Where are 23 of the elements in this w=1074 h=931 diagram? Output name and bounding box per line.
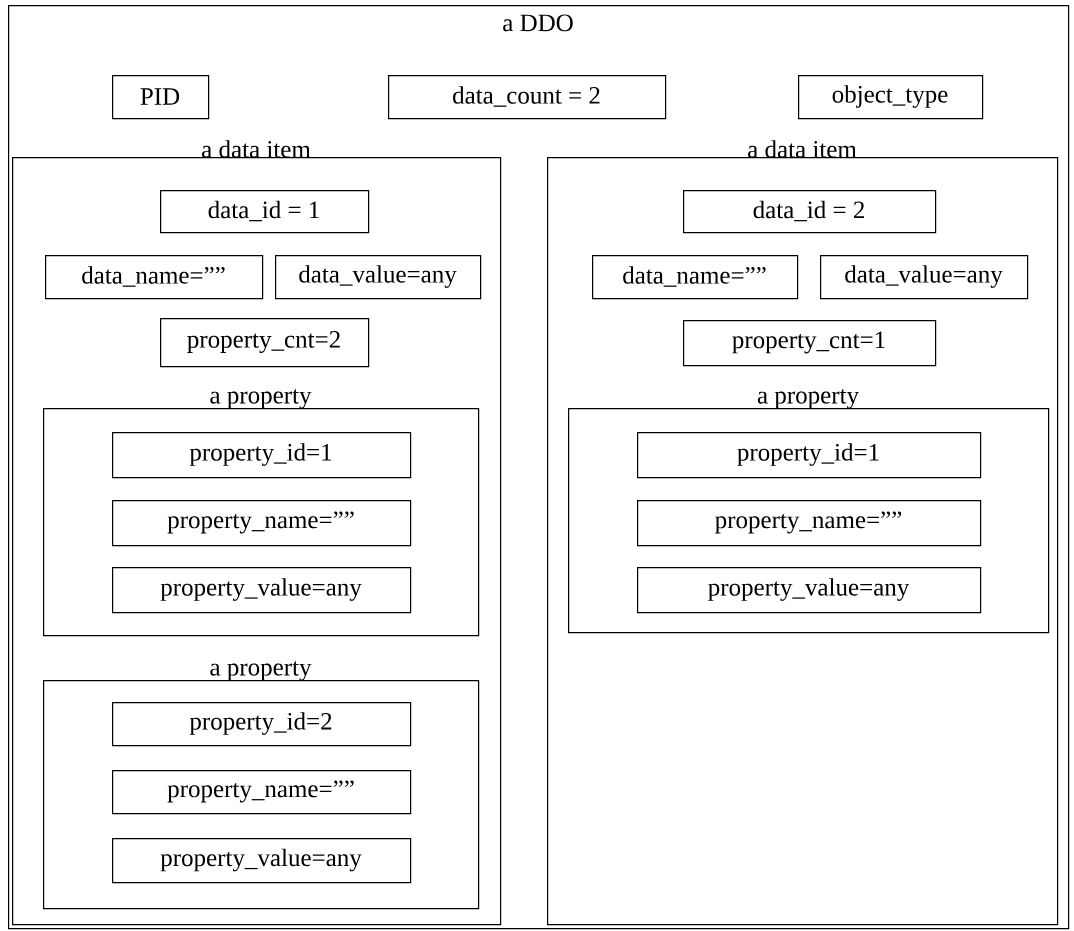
node-label: a property bbox=[757, 389, 859, 409]
field-box: property_name=”” bbox=[112, 770, 412, 815]
node-label: a property bbox=[210, 661, 312, 681]
field-box: property_cnt=2 bbox=[160, 318, 370, 368]
field-box: PID bbox=[112, 75, 210, 120]
field-box: property_name=”” bbox=[112, 500, 412, 547]
field-box: data_id = 1 bbox=[160, 190, 370, 234]
field-box: data_value=any bbox=[275, 255, 482, 300]
field-box: property_id=1 bbox=[637, 432, 982, 479]
field-box: data_id = 2 bbox=[683, 190, 937, 234]
field-box: property_value=any bbox=[637, 567, 982, 614]
field-box: property_value=any bbox=[112, 838, 412, 884]
field-box: property_name=”” bbox=[637, 500, 982, 547]
field-box: data_name=”” bbox=[45, 255, 264, 300]
field-box: data_value=any bbox=[820, 255, 1029, 300]
field-box: property_value=any bbox=[112, 567, 412, 614]
field-box: data_count = 2 bbox=[388, 75, 667, 120]
field-box: data_name=”” bbox=[592, 255, 799, 300]
node-label: a property bbox=[210, 389, 312, 409]
field-box: object_type bbox=[798, 75, 984, 120]
field-box: property_id=1 bbox=[112, 432, 412, 479]
field-box: property_id=2 bbox=[112, 702, 412, 747]
field-box: property_cnt=1 bbox=[683, 320, 937, 367]
